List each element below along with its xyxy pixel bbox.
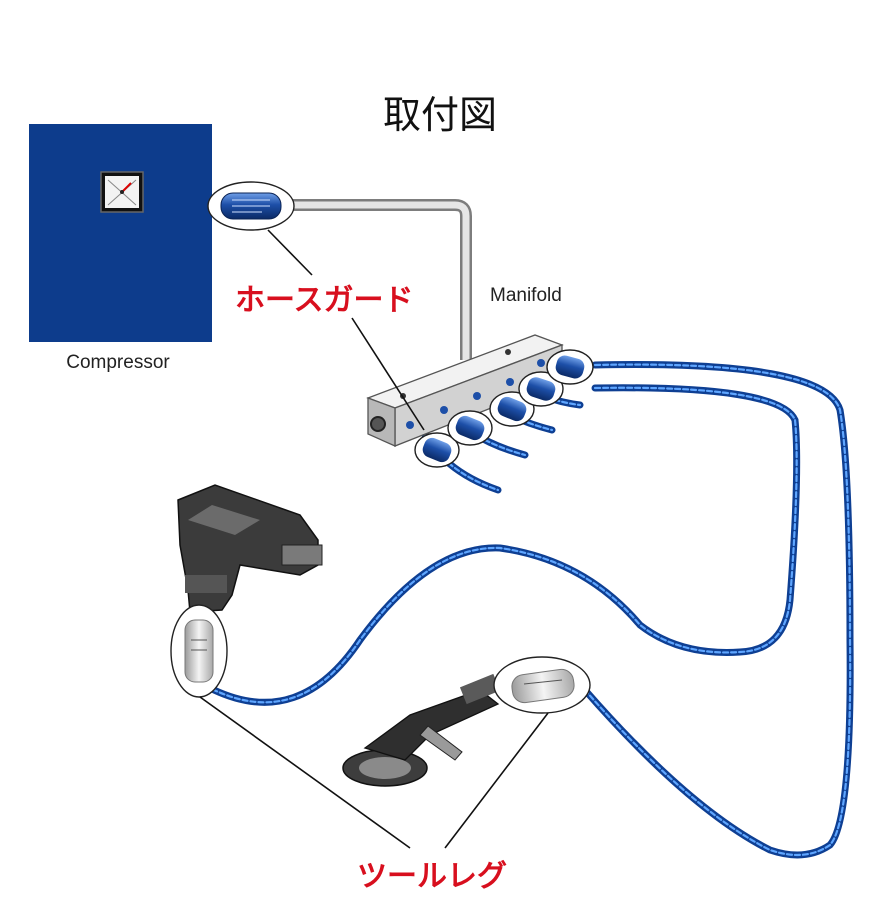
compressor-label: Compressor bbox=[66, 352, 170, 373]
pressure-gauge-icon bbox=[100, 171, 144, 213]
angle-grinder-icon bbox=[342, 673, 501, 787]
hose-guard-callout-2 bbox=[447, 410, 493, 446]
diagram-title: 取付図 bbox=[383, 95, 497, 137]
hose-guard-callout-5 bbox=[546, 349, 594, 385]
hose-guard-callout-main bbox=[207, 181, 295, 231]
hose-guard-callout-4 bbox=[518, 371, 564, 407]
tool-leg-callout-wrench bbox=[170, 604, 228, 698]
manifold-label: Manifold bbox=[490, 285, 562, 306]
tool-leg-callout-grinder bbox=[493, 656, 591, 714]
hose-guard-callout-3 bbox=[489, 391, 535, 427]
tool-leg-label: ツールレグ bbox=[357, 860, 507, 893]
compressor bbox=[29, 124, 212, 342]
hose-guard-label: ホースガード bbox=[235, 284, 414, 317]
impact-wrench-icon bbox=[177, 484, 323, 613]
hose-guard-callout-1 bbox=[414, 432, 460, 468]
air-hoses bbox=[210, 361, 854, 859]
